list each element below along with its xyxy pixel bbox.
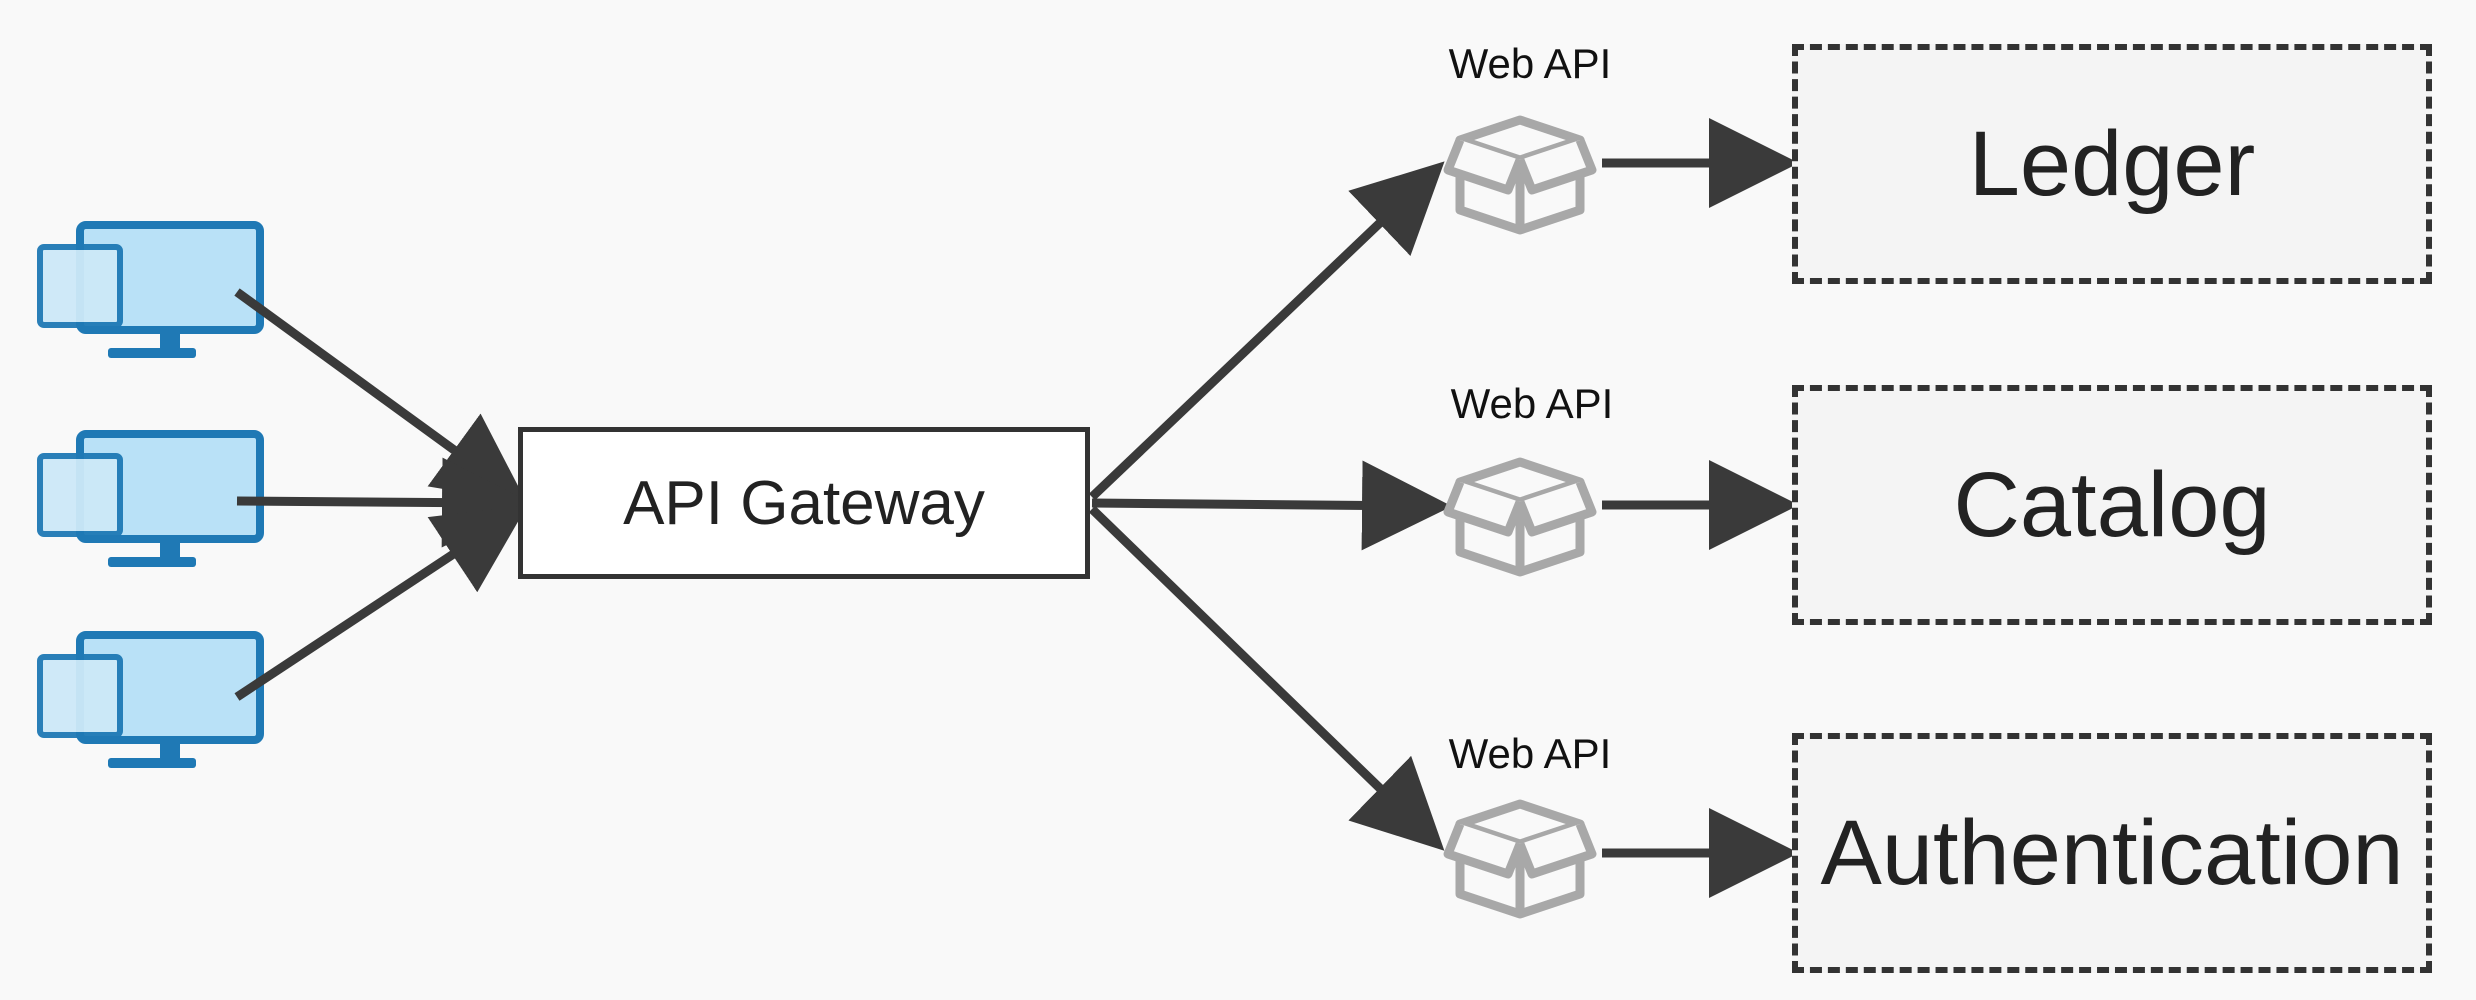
arrow-gateway-to-webapi-2 xyxy=(1091,460,1452,551)
box-icon-1 xyxy=(1443,115,1597,235)
box-icon-3 xyxy=(1443,799,1597,919)
service-label-ledger: Ledger xyxy=(1968,112,2256,215)
service-label-authentication: Authentication xyxy=(1820,801,2404,904)
web-api-label-1: Web API xyxy=(1448,40,1612,87)
arrow-client-2-to-gateway xyxy=(236,457,532,548)
service-box-ledger: Ledger xyxy=(1792,44,2432,284)
arrow-gateway-to-webapi-3 xyxy=(1088,505,1445,851)
web-api-label-3: Web API xyxy=(1448,730,1612,777)
box-icon-2 xyxy=(1443,457,1597,577)
api-gateway-label: API Gateway xyxy=(623,468,985,538)
api-gateway-box: API Gateway xyxy=(518,427,1090,579)
arrow-client-1-to-gateway xyxy=(234,288,527,503)
arrow-client-3-to-gateway xyxy=(234,505,528,701)
client-monitor-icon-3 xyxy=(37,631,264,768)
service-box-authentication: Authentication xyxy=(1792,733,2432,973)
service-label-catalog: Catalog xyxy=(1953,453,2271,556)
client-monitor-icon-2 xyxy=(37,430,264,567)
web-api-label-2: Web API xyxy=(1450,380,1614,427)
client-monitor-icon-1 xyxy=(37,221,264,358)
arrow-gateway-to-webapi-1 xyxy=(1088,161,1445,501)
service-box-catalog: Catalog xyxy=(1792,385,2432,625)
